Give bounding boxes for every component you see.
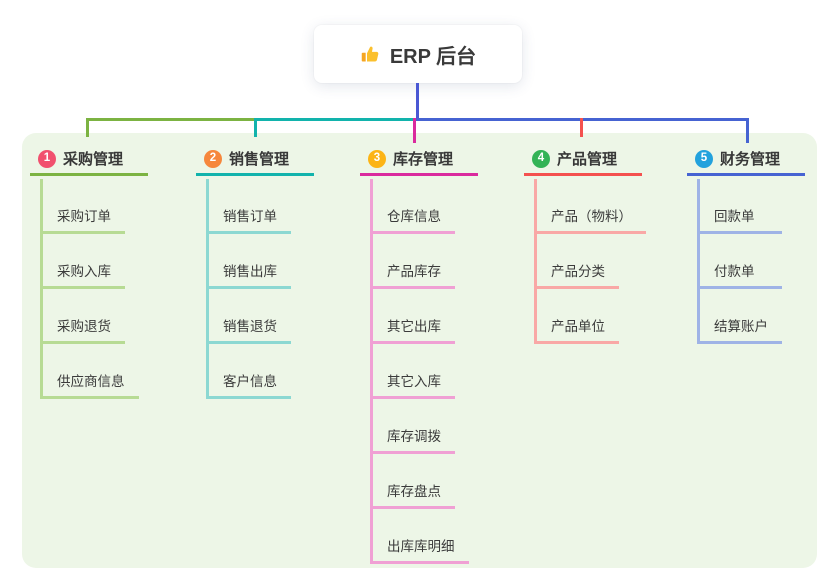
child-node[interactable]: 结算账户	[697, 289, 782, 344]
child-node[interactable]: 销售出库	[206, 234, 291, 289]
branch-header-5[interactable]: 5 财务管理	[687, 144, 805, 176]
child-node[interactable]: 其它出库	[370, 289, 455, 344]
connector-drop-branch-1	[86, 118, 89, 137]
branch-header-1[interactable]: 1 采购管理	[30, 144, 148, 176]
child-node[interactable]: 采购入库	[40, 234, 125, 289]
child-node[interactable]: 库存调拨	[370, 399, 455, 454]
child-node[interactable]: 付款单	[697, 234, 782, 289]
root-node[interactable]: ERP 后台	[314, 25, 522, 83]
child-node[interactable]: 出库库明细	[370, 509, 469, 564]
child-node[interactable]: 产品分类	[534, 234, 619, 289]
branch-children: 采购订单采购入库采购退货供应商信息	[40, 179, 139, 399]
connector-drop-branch-5	[746, 118, 749, 143]
connector-drop-branch-4	[580, 118, 583, 137]
child-node[interactable]: 采购退货	[40, 289, 125, 344]
branch-number-badge: 1	[38, 149, 56, 168]
root-title: ERP 后台	[389, 45, 477, 68]
child-node[interactable]: 产品库存	[370, 234, 455, 289]
branch-header-2[interactable]: 2 销售管理	[196, 144, 314, 176]
branch-5: 5 财务管理回款单付款单结算账户	[687, 144, 839, 344]
child-node[interactable]: 其它入库	[370, 344, 455, 399]
connector-bus-branch-2	[254, 118, 419, 121]
branch-1: 1 采购管理采购订单采购入库采购退货供应商信息	[30, 144, 190, 399]
child-node[interactable]: 供应商信息	[40, 344, 139, 399]
branch-trunk-line	[206, 179, 209, 399]
connector-bus-branch-1	[86, 118, 258, 121]
child-node[interactable]: 仓库信息	[370, 179, 455, 234]
mindmap-panel	[22, 133, 817, 568]
branch-3: 3 库存管理仓库信息产品库存其它出库其它入库库存调拨库存盘点出库库明细	[360, 144, 520, 564]
child-node[interactable]: 客户信息	[206, 344, 291, 399]
branch-trunk-line	[534, 179, 537, 344]
root-connector-line	[416, 83, 419, 119]
child-node[interactable]: 采购订单	[40, 179, 125, 234]
branch-label: 产品管理	[557, 151, 618, 168]
branch-children: 回款单付款单结算账户	[697, 179, 782, 344]
branch-children: 产品（物料）产品分类产品单位	[534, 179, 646, 344]
child-node[interactable]: 回款单	[697, 179, 782, 234]
branch-label: 销售管理	[229, 151, 290, 168]
child-node[interactable]: 库存盘点	[370, 454, 455, 509]
branch-number-badge: 3	[368, 149, 386, 168]
child-node[interactable]: 产品单位	[534, 289, 619, 344]
branch-number-badge: 2	[204, 149, 222, 168]
branch-trunk-line	[370, 179, 373, 564]
branch-trunk-line	[697, 179, 700, 344]
child-node[interactable]: 销售退货	[206, 289, 291, 344]
branch-label: 财务管理	[720, 151, 781, 168]
branch-label: 库存管理	[393, 151, 454, 168]
connector-drop-branch-2	[254, 118, 257, 137]
branch-4: 4 产品管理产品（物料）产品分类产品单位	[524, 144, 684, 344]
thumbs-up-icon	[360, 44, 381, 65]
branch-number-badge: 4	[532, 149, 550, 168]
branch-number-badge: 5	[695, 149, 713, 168]
branch-header-4[interactable]: 4 产品管理	[524, 144, 642, 176]
branch-children: 销售订单销售出库销售退货客户信息	[206, 179, 291, 399]
child-node[interactable]: 销售订单	[206, 179, 291, 234]
branch-children: 仓库信息产品库存其它出库其它入库库存调拨库存盘点出库库明细	[370, 179, 469, 564]
child-node[interactable]: 产品（物料）	[534, 179, 646, 234]
connector-drop-branch-3	[413, 118, 416, 143]
branch-2: 2 销售管理销售订单销售出库销售退货客户信息	[196, 144, 356, 399]
branch-header-3[interactable]: 3 库存管理	[360, 144, 478, 176]
branch-trunk-line	[40, 179, 43, 399]
branch-label: 采购管理	[63, 151, 124, 168]
